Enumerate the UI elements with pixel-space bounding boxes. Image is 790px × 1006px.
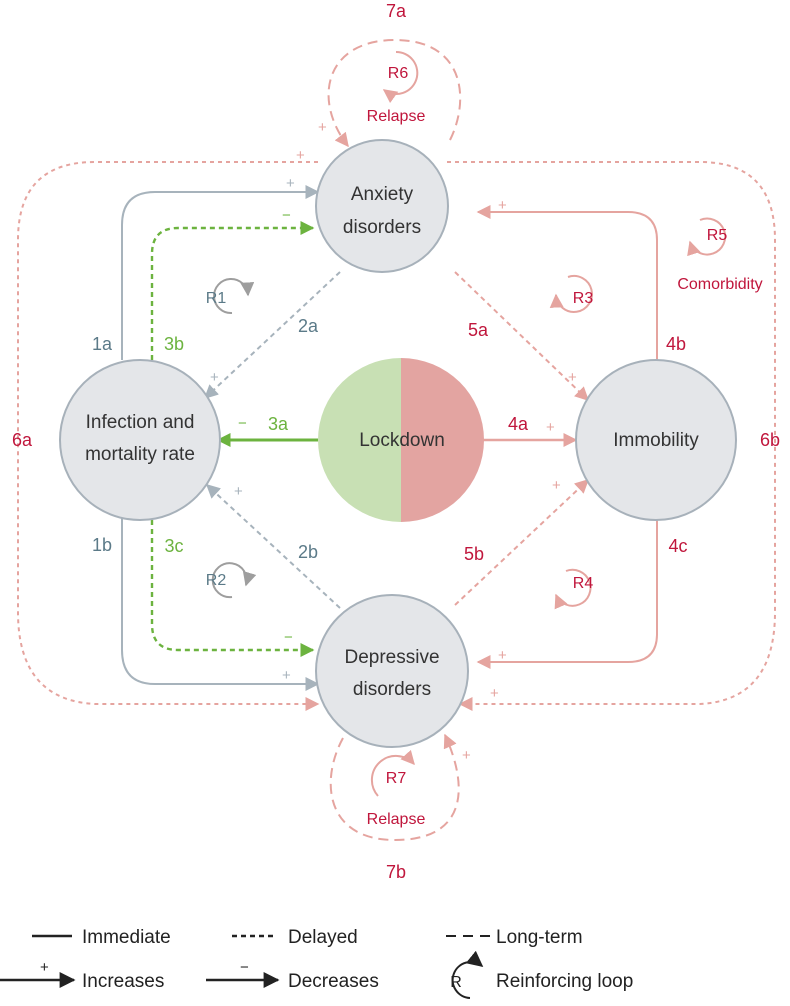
legend-minus-sign: − [240, 959, 249, 976]
legend-decreases: Decreases [288, 971, 379, 992]
label-5b: 5b [464, 544, 484, 564]
relapse-label-bottom: Relapse [367, 811, 426, 828]
label-6a: 6a [12, 430, 33, 450]
loop-r5-label: R5 [707, 227, 728, 244]
depressive-label-2: disorders [353, 679, 431, 700]
edge-3c [150, 520, 315, 657]
legend-delayed: Delayed [288, 927, 358, 948]
label-5a: 5a [468, 320, 489, 340]
edge-1b [121, 518, 320, 691]
legend-long-term: Long-term [496, 927, 583, 948]
loop-r2: R2 [206, 562, 257, 599]
label-6b: 6b [760, 430, 780, 450]
edge-4b [476, 205, 658, 360]
sign-3a-minus: − [238, 415, 247, 432]
label-3c: 3c [164, 536, 183, 556]
sign-2b-plus: + [234, 483, 243, 500]
label-2b: 2b [298, 542, 318, 562]
edge-3b [150, 221, 315, 360]
label-4b: 4b [666, 334, 686, 354]
sign-5a-plus: + [568, 369, 577, 386]
anxiety-label-2: disorders [343, 217, 421, 238]
legend-loop-letter: R [450, 974, 462, 991]
legend-plus-sign: + [40, 959, 49, 976]
depressive-label-1: Depressive [344, 647, 439, 668]
edge-2b [205, 484, 341, 609]
edge-4c [476, 520, 658, 669]
sign-6b-plus: + [490, 685, 499, 702]
sign-4c-plus: + [498, 647, 507, 664]
label-2a: 2a [298, 316, 319, 336]
label-3b: 3b [164, 334, 184, 354]
node-immobility: Immobility [575, 359, 737, 521]
node-depressive: Depressive disorders [315, 594, 469, 748]
comorbidity-label: Comorbidity [677, 276, 762, 293]
loop-r1-label: R1 [206, 290, 227, 307]
loop-r2-label: R2 [206, 572, 227, 589]
label-4c: 4c [668, 536, 687, 556]
sign-1a-plus: + [286, 175, 295, 192]
label-3a: 3a [268, 414, 289, 434]
label-4a: 4a [508, 414, 529, 434]
node-lockdown: Lockdown [318, 358, 484, 522]
label-1a: 1a [92, 334, 113, 354]
edge-5b [454, 479, 590, 606]
sign-5b-plus: + [552, 477, 561, 494]
edge-1a [121, 185, 320, 360]
edge-6b-to-depressive [447, 161, 776, 711]
label-7b: 7b [386, 862, 406, 882]
legend-reinforcing: Reinforcing loop [496, 971, 633, 992]
edge-7a [327, 38, 462, 148]
sign-4a-plus: + [546, 419, 555, 436]
legend-immediate: Immediate [82, 927, 171, 948]
loop-r3: R3 [549, 275, 594, 313]
label-1b: 1b [92, 535, 112, 555]
legend: Immediate Delayed Long-term + Increases … [0, 927, 633, 999]
sign-4b-plus: + [498, 197, 507, 214]
infection-label-2: mortality rate [85, 444, 195, 465]
lockdown-label: Lockdown [359, 430, 445, 451]
loop-r6: R6 [382, 50, 419, 104]
legend-increases: Increases [82, 971, 164, 992]
loop-r3-label: R3 [573, 290, 594, 307]
anxiety-label-1: Anxiety [351, 184, 414, 205]
loop-r7-label: R7 [386, 770, 407, 787]
sign-7b-plus: + [462, 747, 471, 764]
loop-r4: R4 [554, 568, 594, 610]
legend-reinforcing-icon: R [450, 950, 484, 999]
loop-r5: R5 [687, 217, 728, 257]
sign-1b-plus: + [282, 667, 291, 684]
sign-3b-minus: − [282, 207, 291, 224]
sign-7a-plus: + [318, 119, 327, 136]
sign-2a-plus: + [210, 369, 219, 386]
sign-6a-plus: + [296, 147, 305, 164]
loop-r1: R1 [206, 278, 255, 315]
loop-r6-label: R6 [388, 65, 409, 82]
loop-r4-label: R4 [573, 575, 594, 592]
edge-7b [329, 733, 460, 842]
node-infection: Infection and mortality rate [59, 359, 221, 521]
immobility-label: Immobility [613, 430, 699, 451]
label-7a: 7a [386, 1, 407, 21]
edge-5a [454, 271, 590, 401]
relapse-label-top: Relapse [367, 108, 426, 125]
sign-3c-minus: − [284, 629, 293, 646]
node-anxiety: Anxiety disorders [315, 139, 449, 273]
infection-label-1: Infection and [86, 412, 195, 433]
edge-6a-to-anxiety [17, 161, 320, 711]
edge-2a [203, 271, 341, 399]
loop-r7: R7 [370, 749, 415, 797]
